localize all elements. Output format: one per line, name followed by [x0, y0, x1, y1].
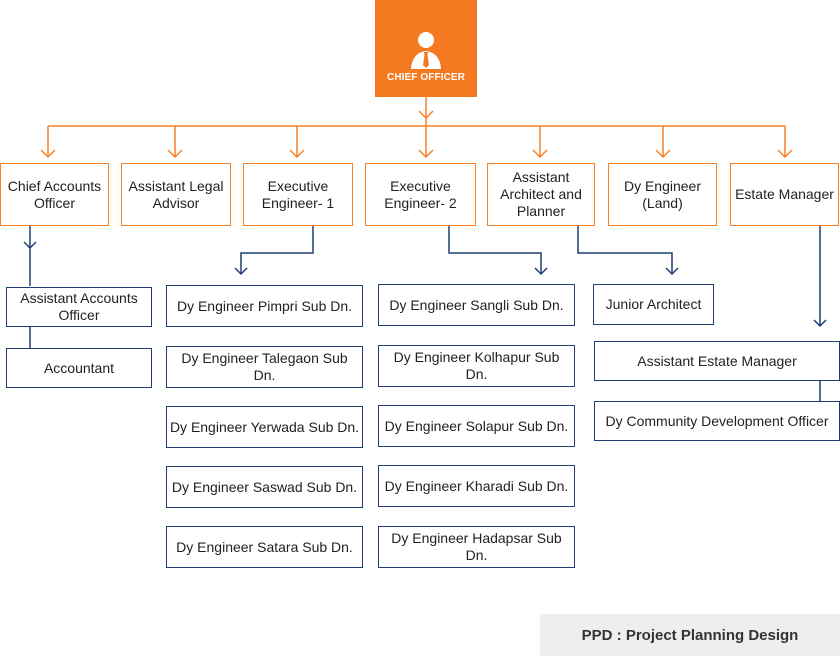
footer-caption: PPD : Project Planning Design: [540, 614, 840, 656]
ee1-subdivision-item: Dy Engineer Satara Sub Dn.: [166, 526, 363, 568]
estate-manager-box: Estate Manager: [730, 163, 839, 226]
executive-engineer-2-box: Executive Engineer- 2: [365, 163, 476, 226]
ee1-subdivision-item: Dy Engineer Talegaon Sub Dn.: [166, 346, 363, 388]
dy-engineer-land-box: Dy Engineer (Land): [608, 163, 717, 226]
ee1-subdivision-item: Dy Engineer Yerwada Sub Dn.: [166, 406, 363, 448]
chief-officer-label: CHIEF OFFICER: [387, 72, 465, 83]
assistant-legal-advisor-box: Assistant Legal Advisor: [121, 163, 231, 226]
dy-community-development-officer-box: Dy Community Development Officer: [594, 401, 840, 441]
ee2-subdivision-item: Dy Engineer Hadapsar Sub Dn.: [378, 526, 575, 568]
executive-engineer-1-box: Executive Engineer- 1: [243, 163, 353, 226]
ee1-subdivision-item: Dy Engineer Pimpri Sub Dn.: [166, 285, 363, 327]
accountant-box: Accountant: [6, 348, 152, 388]
ee1-subdivision-item: Dy Engineer Saswad Sub Dn.: [166, 466, 363, 508]
assistant-architect-planner-box: Assistant Architect and Planner: [487, 163, 595, 226]
assistant-accounts-officer-box: Assistant Accounts Officer: [6, 287, 152, 327]
chief-officer-box: CHIEF OFFICER: [375, 0, 477, 97]
person-tie-icon: [411, 32, 441, 69]
junior-architect-box: Junior Architect: [593, 284, 714, 325]
ee2-subdivision-item: Dy Engineer Kharadi Sub Dn.: [378, 465, 575, 507]
assistant-estate-manager-box: Assistant Estate Manager: [594, 341, 840, 381]
ee2-subdivision-item: Dy Engineer Solapur Sub Dn.: [378, 405, 575, 447]
ee2-subdivision-item: Dy Engineer Kolhapur Sub Dn.: [378, 345, 575, 387]
chief-accounts-officer-box: Chief Accounts Officer: [0, 163, 109, 226]
ee2-subdivision-item: Dy Engineer Sangli Sub Dn.: [378, 284, 575, 326]
